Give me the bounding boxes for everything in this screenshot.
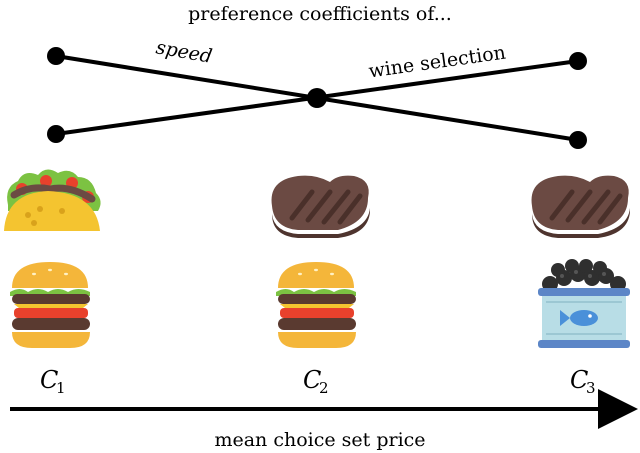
burger-icon xyxy=(276,262,356,348)
steak-icon xyxy=(531,175,630,238)
steak-icon xyxy=(271,175,370,238)
speed-end-point xyxy=(569,131,587,149)
wine-start-point xyxy=(47,125,65,143)
speed-label: speed xyxy=(154,36,214,67)
taco-icon xyxy=(4,169,101,231)
column-label-c2: C 2 xyxy=(303,366,329,397)
burger-icon xyxy=(10,262,90,348)
column-label-main: C xyxy=(570,366,588,394)
column-label-subscript: 2 xyxy=(319,379,329,397)
diagram-title: preference coefficients of... xyxy=(188,3,452,25)
preference-lines xyxy=(47,47,587,149)
column-label-subscript: 3 xyxy=(586,379,596,397)
caviar-tin-icon xyxy=(538,259,630,348)
column-label-c3: C 3 xyxy=(570,366,596,397)
wine-selection-label: wine selection xyxy=(367,42,507,83)
column-label-subscript: 1 xyxy=(56,379,66,397)
column-label-main: C xyxy=(303,366,321,394)
speed-start-point xyxy=(47,47,65,65)
axis-label: mean choice set price xyxy=(214,429,425,451)
wine-end-point xyxy=(569,52,587,70)
column-label-c1: C 1 xyxy=(40,366,66,397)
column-label-main: C xyxy=(40,366,58,394)
intersection-point xyxy=(307,88,327,108)
